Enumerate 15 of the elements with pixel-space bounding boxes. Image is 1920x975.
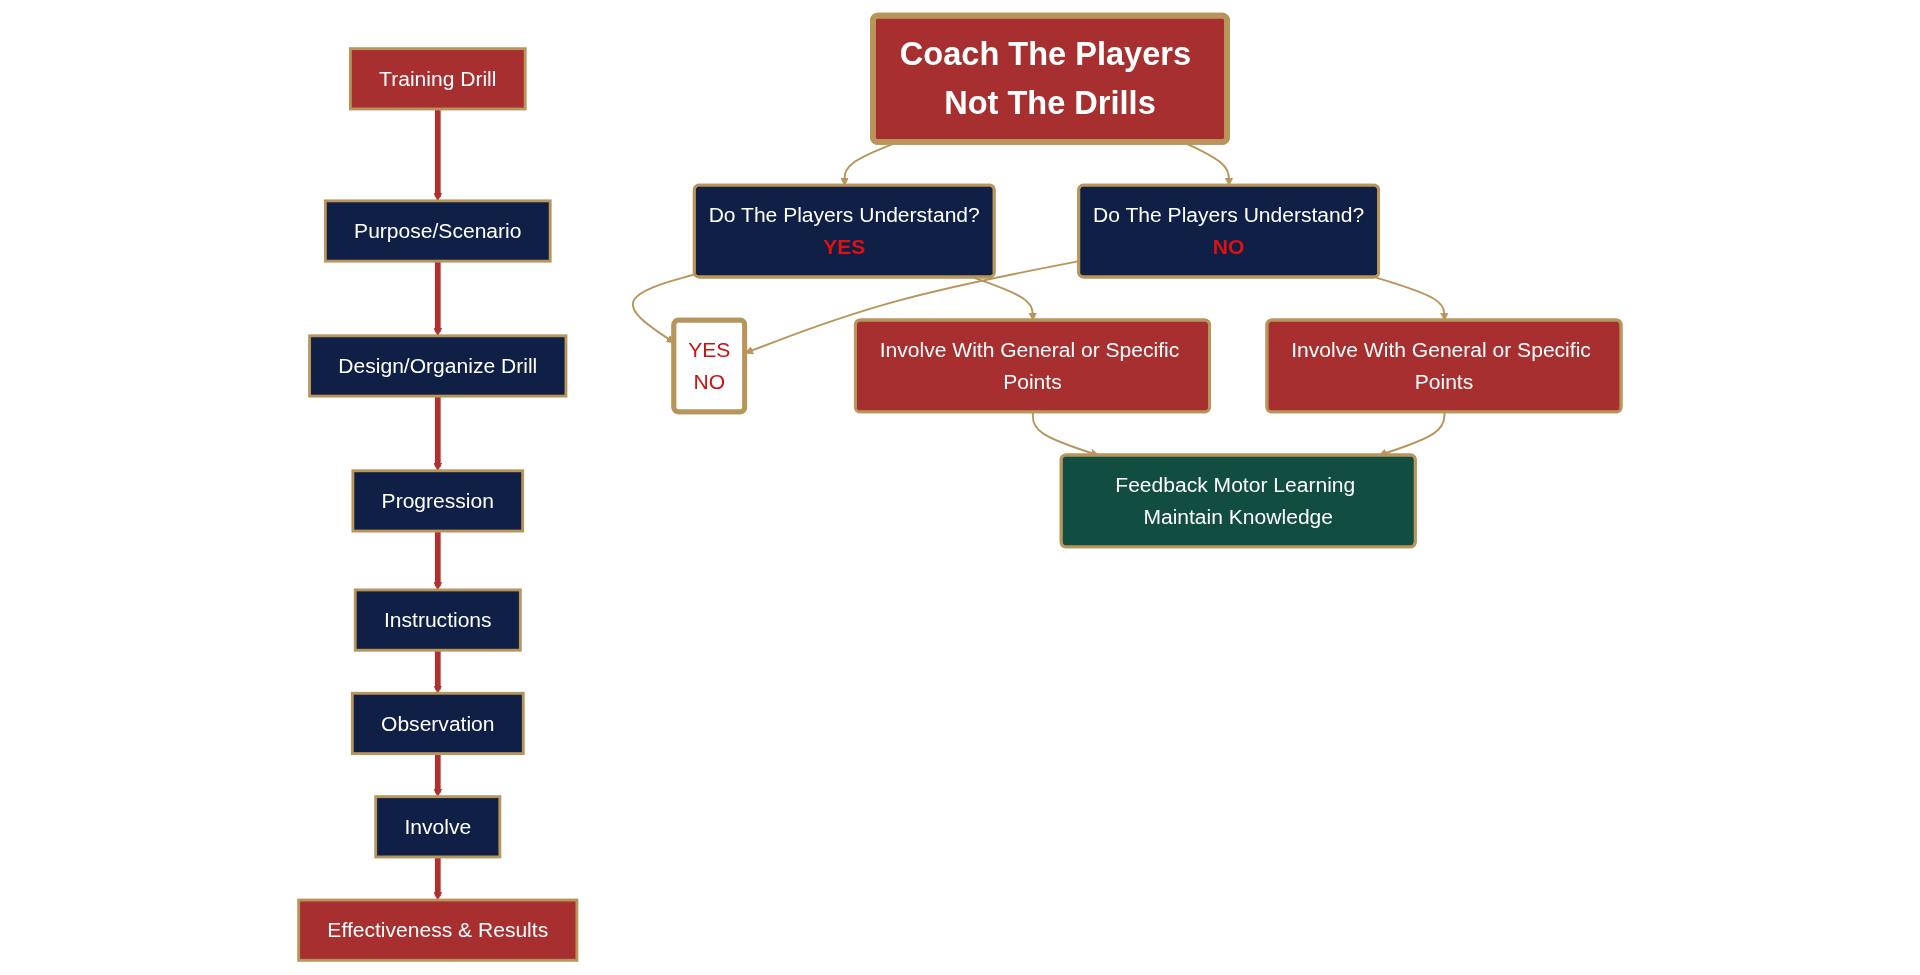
arrow — [433, 856, 443, 900]
arrow — [631, 272, 697, 343]
node-box: Purpose/Scenario — [324, 198, 552, 263]
node-box: Effectiveness & Results — [297, 898, 579, 962]
arrow — [433, 108, 443, 201]
arrow — [433, 395, 443, 471]
node-box: Design/Organize Drill — [308, 333, 568, 398]
arrow — [433, 530, 443, 590]
node-box: Training Drill — [349, 46, 527, 110]
node-box: Observation — [351, 691, 525, 755]
arrow — [433, 753, 443, 797]
node-box: Involve — [374, 794, 502, 858]
node-box: Instructions — [353, 588, 522, 652]
node-box: Progression — [351, 468, 525, 532]
arrow — [433, 260, 443, 336]
